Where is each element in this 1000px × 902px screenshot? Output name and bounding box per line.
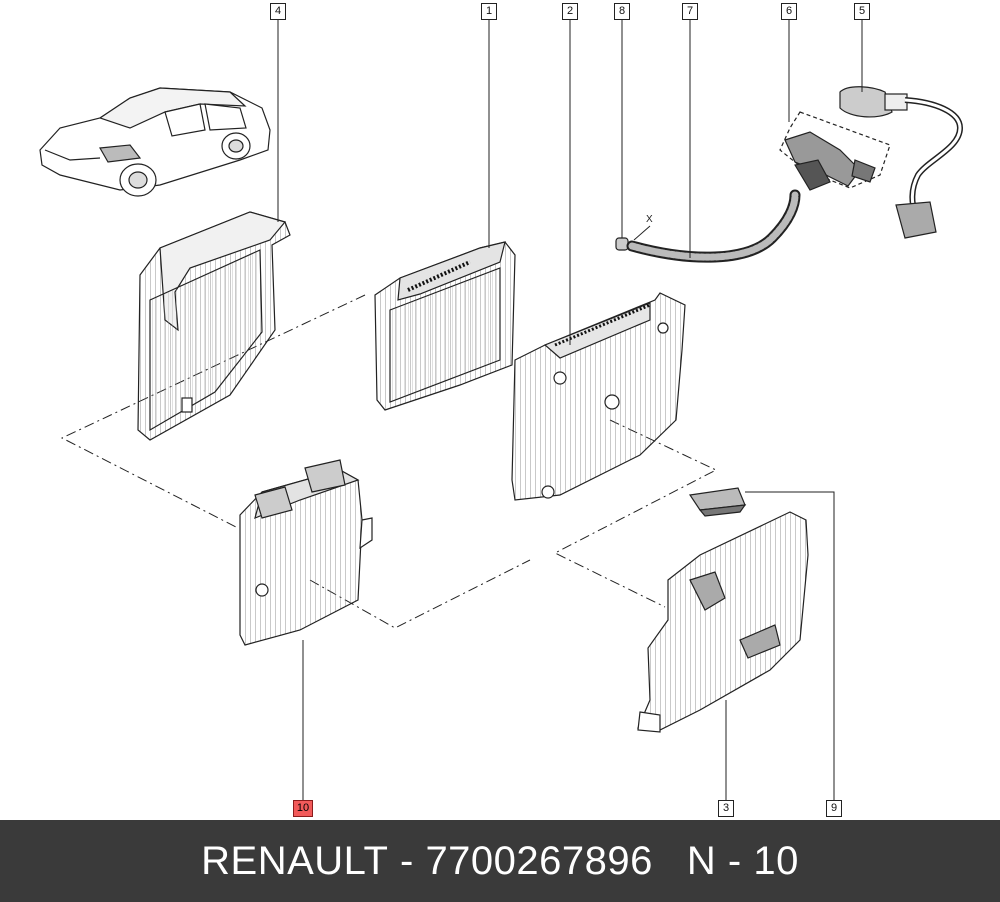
callout-4[interactable]: 4 — [270, 3, 286, 20]
footer-brand: RENAULT — [201, 838, 389, 883]
leader-lines — [277, 19, 863, 800]
part-7-hose — [626, 189, 801, 263]
part-3-bracket — [637, 511, 809, 733]
assembly-guide-lines — [60, 294, 718, 629]
callout-6[interactable]: 6 — [781, 3, 797, 20]
car-illustration — [39, 87, 271, 197]
part-5-harness — [839, 86, 964, 239]
hose-mark-x: X — [646, 214, 653, 225]
footer-part-number: 7700267896 — [425, 838, 653, 883]
callout-9[interactable]: 9 — [826, 800, 842, 817]
callout-10-highlighted[interactable]: 10 — [293, 800, 313, 817]
footer-group: N - 10 — [686, 838, 799, 883]
footer-banner: RENAULT - 7700267896 N - 10 — [0, 820, 1000, 902]
part-4-cover — [137, 211, 291, 441]
part-2-mounting-plate — [511, 292, 686, 501]
callout-7[interactable]: 7 — [682, 3, 698, 20]
part-1-ecu-module — [374, 241, 516, 411]
callout-2[interactable]: 2 — [562, 3, 578, 20]
callout-1[interactable]: 1 — [481, 3, 497, 20]
callout-8[interactable]: 8 — [614, 3, 630, 20]
part-10-computer-unit — [239, 459, 373, 646]
parts-diagram — [39, 19, 964, 800]
part-6-pressure-sensor — [779, 111, 891, 191]
callout-5[interactable]: 5 — [854, 3, 870, 20]
footer-separator: - — [388, 838, 426, 883]
callout-3[interactable]: 3 — [718, 800, 734, 817]
part-9-clip — [688, 487, 747, 517]
part-8-fitting — [615, 237, 629, 251]
